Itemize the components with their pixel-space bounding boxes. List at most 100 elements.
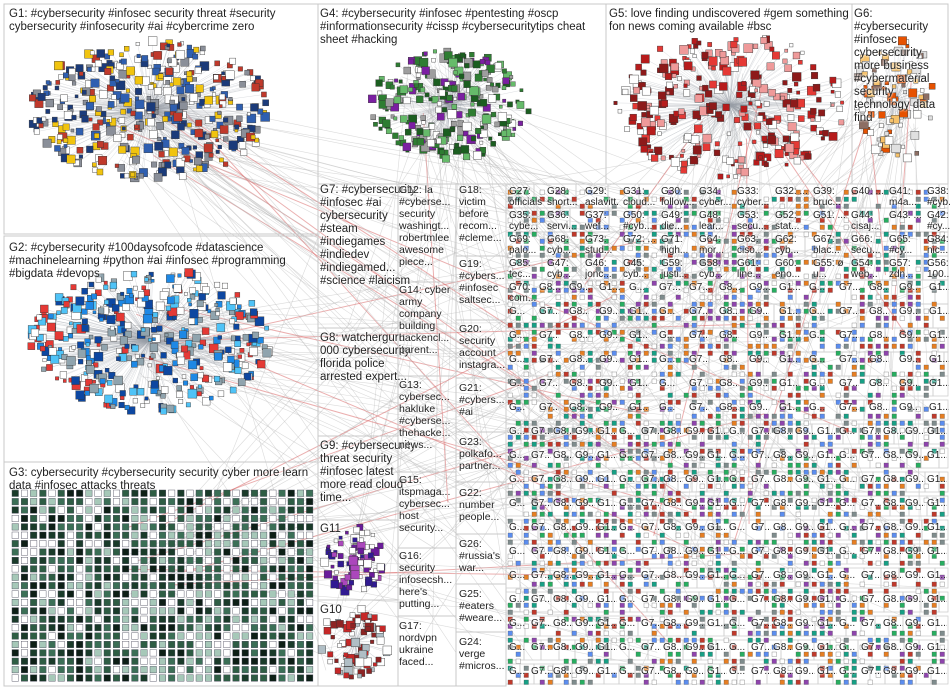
node-g3 bbox=[233, 641, 240, 648]
node-g3 bbox=[49, 532, 56, 539]
node-g5 bbox=[638, 129, 644, 135]
node-g5 bbox=[738, 58, 747, 67]
node-g3 bbox=[233, 582, 240, 589]
node-g3 bbox=[168, 599, 175, 606]
node-g3 bbox=[141, 624, 148, 631]
node-g10 bbox=[349, 675, 353, 679]
node-g2 bbox=[237, 305, 241, 309]
node-g11 bbox=[324, 571, 332, 579]
node-g2 bbox=[188, 360, 196, 368]
node-g3 bbox=[86, 616, 93, 623]
node-g11 bbox=[351, 571, 359, 579]
node-g3 bbox=[40, 566, 47, 573]
node-g1 bbox=[76, 128, 83, 135]
node-g11 bbox=[377, 543, 383, 549]
node-g3 bbox=[214, 498, 221, 505]
node-g1 bbox=[196, 166, 202, 172]
node-g5 bbox=[633, 87, 639, 93]
node-g2 bbox=[48, 314, 53, 319]
node-g3 bbox=[58, 641, 65, 648]
node-g5 bbox=[614, 101, 617, 104]
node-g2 bbox=[160, 291, 168, 299]
node-g1 bbox=[194, 47, 199, 52]
node-g1 bbox=[142, 55, 148, 61]
node-g3 bbox=[196, 566, 203, 573]
node-g3 bbox=[260, 532, 267, 539]
node-g2 bbox=[161, 352, 167, 358]
node-g6 bbox=[892, 144, 901, 153]
node-g3 bbox=[260, 608, 267, 615]
node-g11 bbox=[360, 531, 365, 536]
node-g4 bbox=[475, 128, 481, 134]
node-g4 bbox=[396, 141, 400, 145]
node-g4 bbox=[427, 140, 434, 147]
node-g1 bbox=[179, 173, 186, 180]
node-g3 bbox=[21, 574, 28, 581]
node-g11 bbox=[338, 541, 343, 546]
node-g5 bbox=[661, 156, 665, 160]
node-g1 bbox=[212, 93, 216, 97]
node-g3 bbox=[196, 616, 203, 623]
node-g5 bbox=[766, 119, 772, 125]
node-g5 bbox=[697, 41, 701, 45]
node-g1 bbox=[97, 169, 103, 175]
node-g3 bbox=[86, 608, 93, 615]
node-g3 bbox=[40, 599, 47, 606]
node-g1 bbox=[230, 58, 236, 64]
node-g11 bbox=[331, 580, 339, 588]
node-g2 bbox=[138, 292, 144, 298]
node-g1 bbox=[93, 124, 100, 131]
node-g1 bbox=[219, 158, 223, 162]
node-g2 bbox=[184, 292, 187, 295]
node-g4 bbox=[404, 97, 411, 104]
node-g1 bbox=[96, 107, 101, 112]
node-g4 bbox=[404, 67, 411, 74]
node-g1 bbox=[194, 158, 201, 165]
node-g1 bbox=[220, 125, 228, 133]
node-g3 bbox=[251, 507, 258, 514]
node-g2 bbox=[148, 338, 151, 341]
node-g3 bbox=[40, 633, 47, 640]
node-g5 bbox=[764, 101, 769, 106]
node-g3 bbox=[141, 540, 148, 547]
node-g3 bbox=[242, 650, 249, 657]
node-g1 bbox=[151, 162, 156, 167]
node-g3 bbox=[270, 641, 277, 648]
node-g2 bbox=[110, 282, 117, 289]
node-g5 bbox=[642, 87, 650, 95]
node-g5 bbox=[816, 97, 821, 102]
node-g4 bbox=[423, 130, 430, 137]
node-g1 bbox=[75, 95, 78, 98]
node-g10 bbox=[344, 673, 349, 678]
node-g11 bbox=[364, 560, 372, 568]
node-g3 bbox=[95, 524, 102, 531]
node-g3 bbox=[279, 641, 286, 648]
node-g3 bbox=[141, 633, 148, 640]
node-g3 bbox=[104, 658, 111, 665]
node-g3 bbox=[141, 641, 148, 648]
node-g3 bbox=[113, 582, 120, 589]
node-g3 bbox=[306, 566, 313, 573]
node-g3 bbox=[76, 582, 83, 589]
node-g3 bbox=[159, 641, 166, 648]
node-g3 bbox=[178, 498, 185, 505]
node-g3 bbox=[260, 641, 267, 648]
node-g3 bbox=[67, 624, 74, 631]
node-g2 bbox=[235, 341, 241, 347]
node-g11 bbox=[321, 558, 329, 566]
node-g4 bbox=[461, 145, 469, 153]
node-g5 bbox=[714, 150, 720, 156]
node-g3 bbox=[178, 549, 185, 556]
node-g4 bbox=[447, 95, 453, 101]
node-g5 bbox=[811, 72, 818, 79]
node-g3 bbox=[58, 591, 65, 598]
node-g5 bbox=[835, 92, 841, 98]
node-g3 bbox=[122, 658, 128, 665]
node-g3 bbox=[187, 591, 194, 598]
node-g1 bbox=[42, 117, 46, 121]
node-g3 bbox=[187, 532, 194, 539]
node-g1 bbox=[223, 137, 228, 142]
node-g3 bbox=[306, 666, 313, 673]
node-g2 bbox=[129, 293, 133, 297]
node-g3 bbox=[12, 532, 19, 539]
